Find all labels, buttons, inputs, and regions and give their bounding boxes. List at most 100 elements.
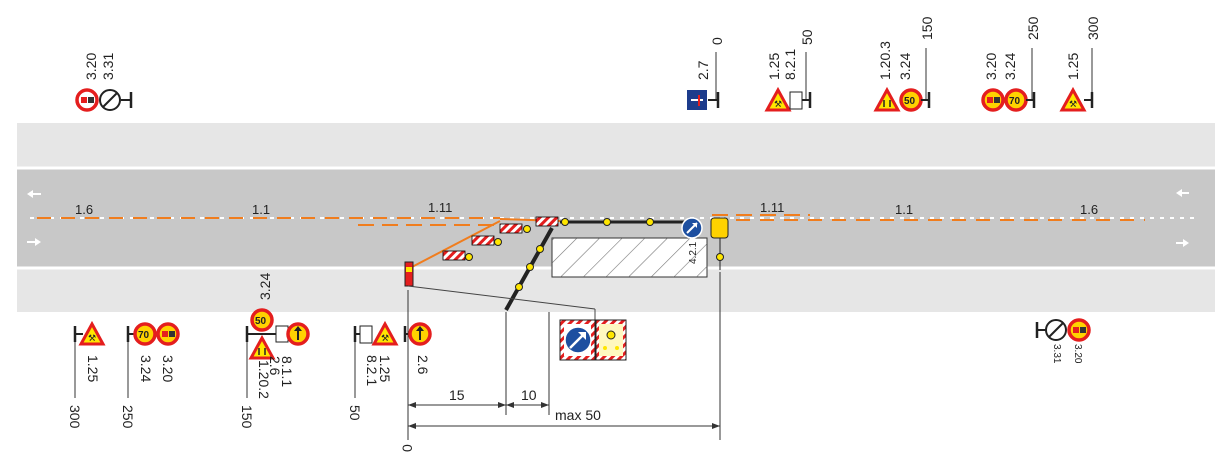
warning-lamp [523,225,531,233]
marking-label-1-1-left: 1.1 [252,202,270,217]
sign-code: 1.25 [85,355,101,382]
barrier-red-white-block [499,223,523,234]
sign-group-top-4: 1.20.3 3.24 150 50 [873,16,935,112]
warning-lamp [603,346,607,350]
warning-lamp [716,253,724,261]
distance-label: 50 [799,29,815,45]
sign-code: 3.31 [1051,344,1062,364]
svg-text:50: 50 [255,316,267,327]
work-zone: 4.2.1 [551,237,708,278]
svg-text:⚒: ⚒ [88,334,96,344]
marking-label-1-11-left: 1.11 [428,200,452,215]
temporary-markings [37,214,1145,269]
work-zone-head [681,217,729,270]
sign-code: 8.2.1 [364,355,380,386]
sign-code: 1.20.2 [256,360,272,399]
work-zone-sign-code: 4.2.1 [688,241,699,264]
lane-arrow-left-top [27,190,41,198]
distance-plate-icon [359,325,373,344]
sign-group-top-6: 1.25 300 ⚒ [1059,16,1101,112]
sign-code: 3.20 [1072,344,1083,364]
warning-lamp [526,263,534,271]
warning-lamp [603,218,611,226]
dimension-max-50: max 50 [555,407,601,423]
lane-arrow-right-top [1176,189,1189,197]
sign-code: 3.20 [983,53,999,80]
dimension-arrowheads [408,402,720,429]
marking-label-1-1-right: 1.1 [895,202,913,217]
road-works-sign-icon [78,320,106,346]
marking-label-1-6-right: 1.6 [1080,202,1098,217]
sign-code: 3.24 [897,53,913,80]
sign-code: 3.20 [160,355,176,382]
warning-lamp [515,283,523,291]
sign-code: 1.20.3 [877,41,893,80]
lane-arrow-right-bottom [1176,239,1189,247]
warning-lamp [615,346,619,350]
speed-limit-70-sign-icon [133,322,157,346]
road-narrows-sign-icon [248,334,276,360]
svg-text:⚒: ⚒ [1069,100,1077,110]
sign-group-bottom-3: 3.24 50 2.6 8.1.1 1.20.2 150 [239,273,310,429]
speed-limit-50-sign-icon [250,308,274,332]
road-works-sign-icon [371,320,399,346]
marking-label-1-11-right: 1.11 [760,200,784,215]
lane-arrow-left-bottom [27,238,41,246]
sign-group-top-1: 3.20 3.31 [75,53,133,112]
barrier-line [535,216,700,227]
warning-lamp [561,218,569,226]
road-works-sign-icon [764,86,792,112]
taper-barriers [404,223,554,311]
sign-code: 8.1.1 [279,356,295,387]
sign-code: 3.20 [83,53,99,80]
distance-label: 50 [347,405,363,421]
barrier-red-white-block [535,216,559,227]
sign-group-top-2: 2.7 0 [687,37,725,110]
sign-code: 3.31 [100,53,116,80]
sign-code: 1.25 [1065,53,1081,80]
road [17,123,1215,312]
distance-label: 300 [1085,16,1101,40]
sign-code: 2.7 [695,60,711,80]
yellow-vehicle-icon [710,217,729,239]
marking-label-1-6-left: 1.6 [75,202,93,217]
sign-code: 2.6 [267,356,283,376]
sign-code: 3.24 [1002,53,1018,80]
sign-group-bottom-1: ⚒ 1.25 300 [67,320,106,429]
distance-label: 150 [239,405,255,429]
distance-label: 300 [67,405,83,429]
warning-lamp [646,218,654,226]
dimension-10: 10 [521,387,537,403]
barrier-red-white-block [471,235,495,246]
svg-text:⚒: ⚒ [381,334,389,344]
taper-line [409,220,501,269]
dimension-15: 15 [449,387,465,403]
sign-code: 1.25 [377,355,393,382]
flashing-arrow-board [404,261,414,287]
svg-text:⚒: ⚒ [774,100,782,110]
distance-label: 0 [709,37,725,45]
sign-code: 3.24 [257,273,273,300]
distance-plate-icon [275,325,289,343]
distance-plate-icon [789,91,803,110]
dimension-zero: 0 [399,444,415,452]
warning-lamp [494,238,502,246]
road-works-sign-icon [1059,86,1087,112]
distance-label: 150 [919,16,935,40]
callout-sign-panel [559,319,627,361]
callout-leader [407,285,596,310]
sign-code: 2.6 [415,355,431,375]
sign-code: 1.25 [766,53,782,80]
warning-lamp [465,253,473,261]
sign-group-top-5: 3.20 3.24 250 70 [981,16,1041,112]
svg-text:70: 70 [138,330,150,341]
sign-group-bottom-2: 70 3.24 3.20 250 [120,322,180,429]
sign-code: 8.2.1 [782,49,798,80]
warning-lamp [536,245,544,253]
svg-text:70: 70 [1009,96,1021,107]
sign-group-top-3: 1.25 8.2.1 50 ⚒ [764,29,815,112]
barrier-red-white-block [442,250,466,261]
warning-lamp [606,330,616,340]
road-narrows-sign-icon [873,86,901,112]
